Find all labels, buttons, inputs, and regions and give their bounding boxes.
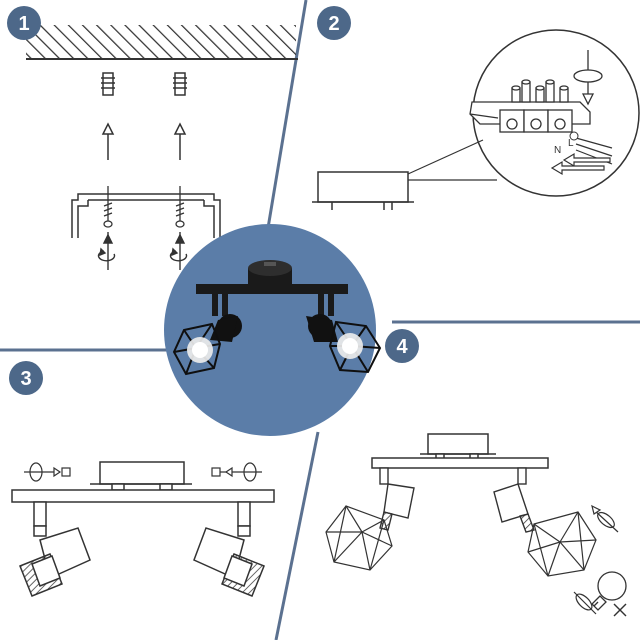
panel-3 xyxy=(11,461,275,597)
panel-2: L N xyxy=(312,29,640,210)
canopy-box xyxy=(90,461,192,491)
step-badge-4: 4 xyxy=(385,329,419,363)
cage-shade-icon xyxy=(527,511,597,577)
panel-4 xyxy=(325,433,627,617)
spotlight-icon xyxy=(19,501,91,597)
canopy-box xyxy=(312,171,414,210)
wire-label-n: N xyxy=(554,145,561,156)
rotate-arrow-icon xyxy=(24,462,262,482)
spotlight-icon xyxy=(193,501,265,597)
insert-arrow-icon xyxy=(550,152,611,176)
step-number: 3 xyxy=(20,368,31,390)
rotate-arrow-icon xyxy=(97,232,188,270)
step-badge-2: 2 xyxy=(317,6,351,40)
ground-icon xyxy=(569,131,579,141)
panel-1 xyxy=(26,25,298,270)
wall-plug-icon xyxy=(101,72,187,96)
spotlight-icon xyxy=(493,467,535,533)
step-number: 1 xyxy=(18,13,29,35)
mounting-bar xyxy=(11,489,275,503)
screwdriver-icon xyxy=(573,50,603,106)
spotlight-icon xyxy=(379,467,415,531)
mounting-bar xyxy=(371,457,549,469)
up-arrow-icon xyxy=(101,122,187,160)
mounting-bracket xyxy=(71,193,221,238)
rotate-arrow-icon xyxy=(573,591,597,615)
rotate-arrow-icon xyxy=(591,504,619,533)
screw-icon xyxy=(103,186,185,228)
step-badge-1: 1 xyxy=(7,6,41,40)
ceiling-icon xyxy=(26,25,298,60)
step-number: 4 xyxy=(396,336,408,358)
light-bulb-icon xyxy=(591,571,627,611)
product-photo xyxy=(164,224,382,436)
cross-mark-icon xyxy=(613,603,627,617)
canopy-box xyxy=(420,433,496,460)
step-number: 2 xyxy=(328,13,339,35)
wire-label-l: L xyxy=(568,138,574,149)
cage-shade-icon xyxy=(325,505,393,571)
step-badge-3: 3 xyxy=(9,361,43,395)
zoom-lines xyxy=(407,139,497,181)
terminal-block-icon xyxy=(469,79,591,133)
